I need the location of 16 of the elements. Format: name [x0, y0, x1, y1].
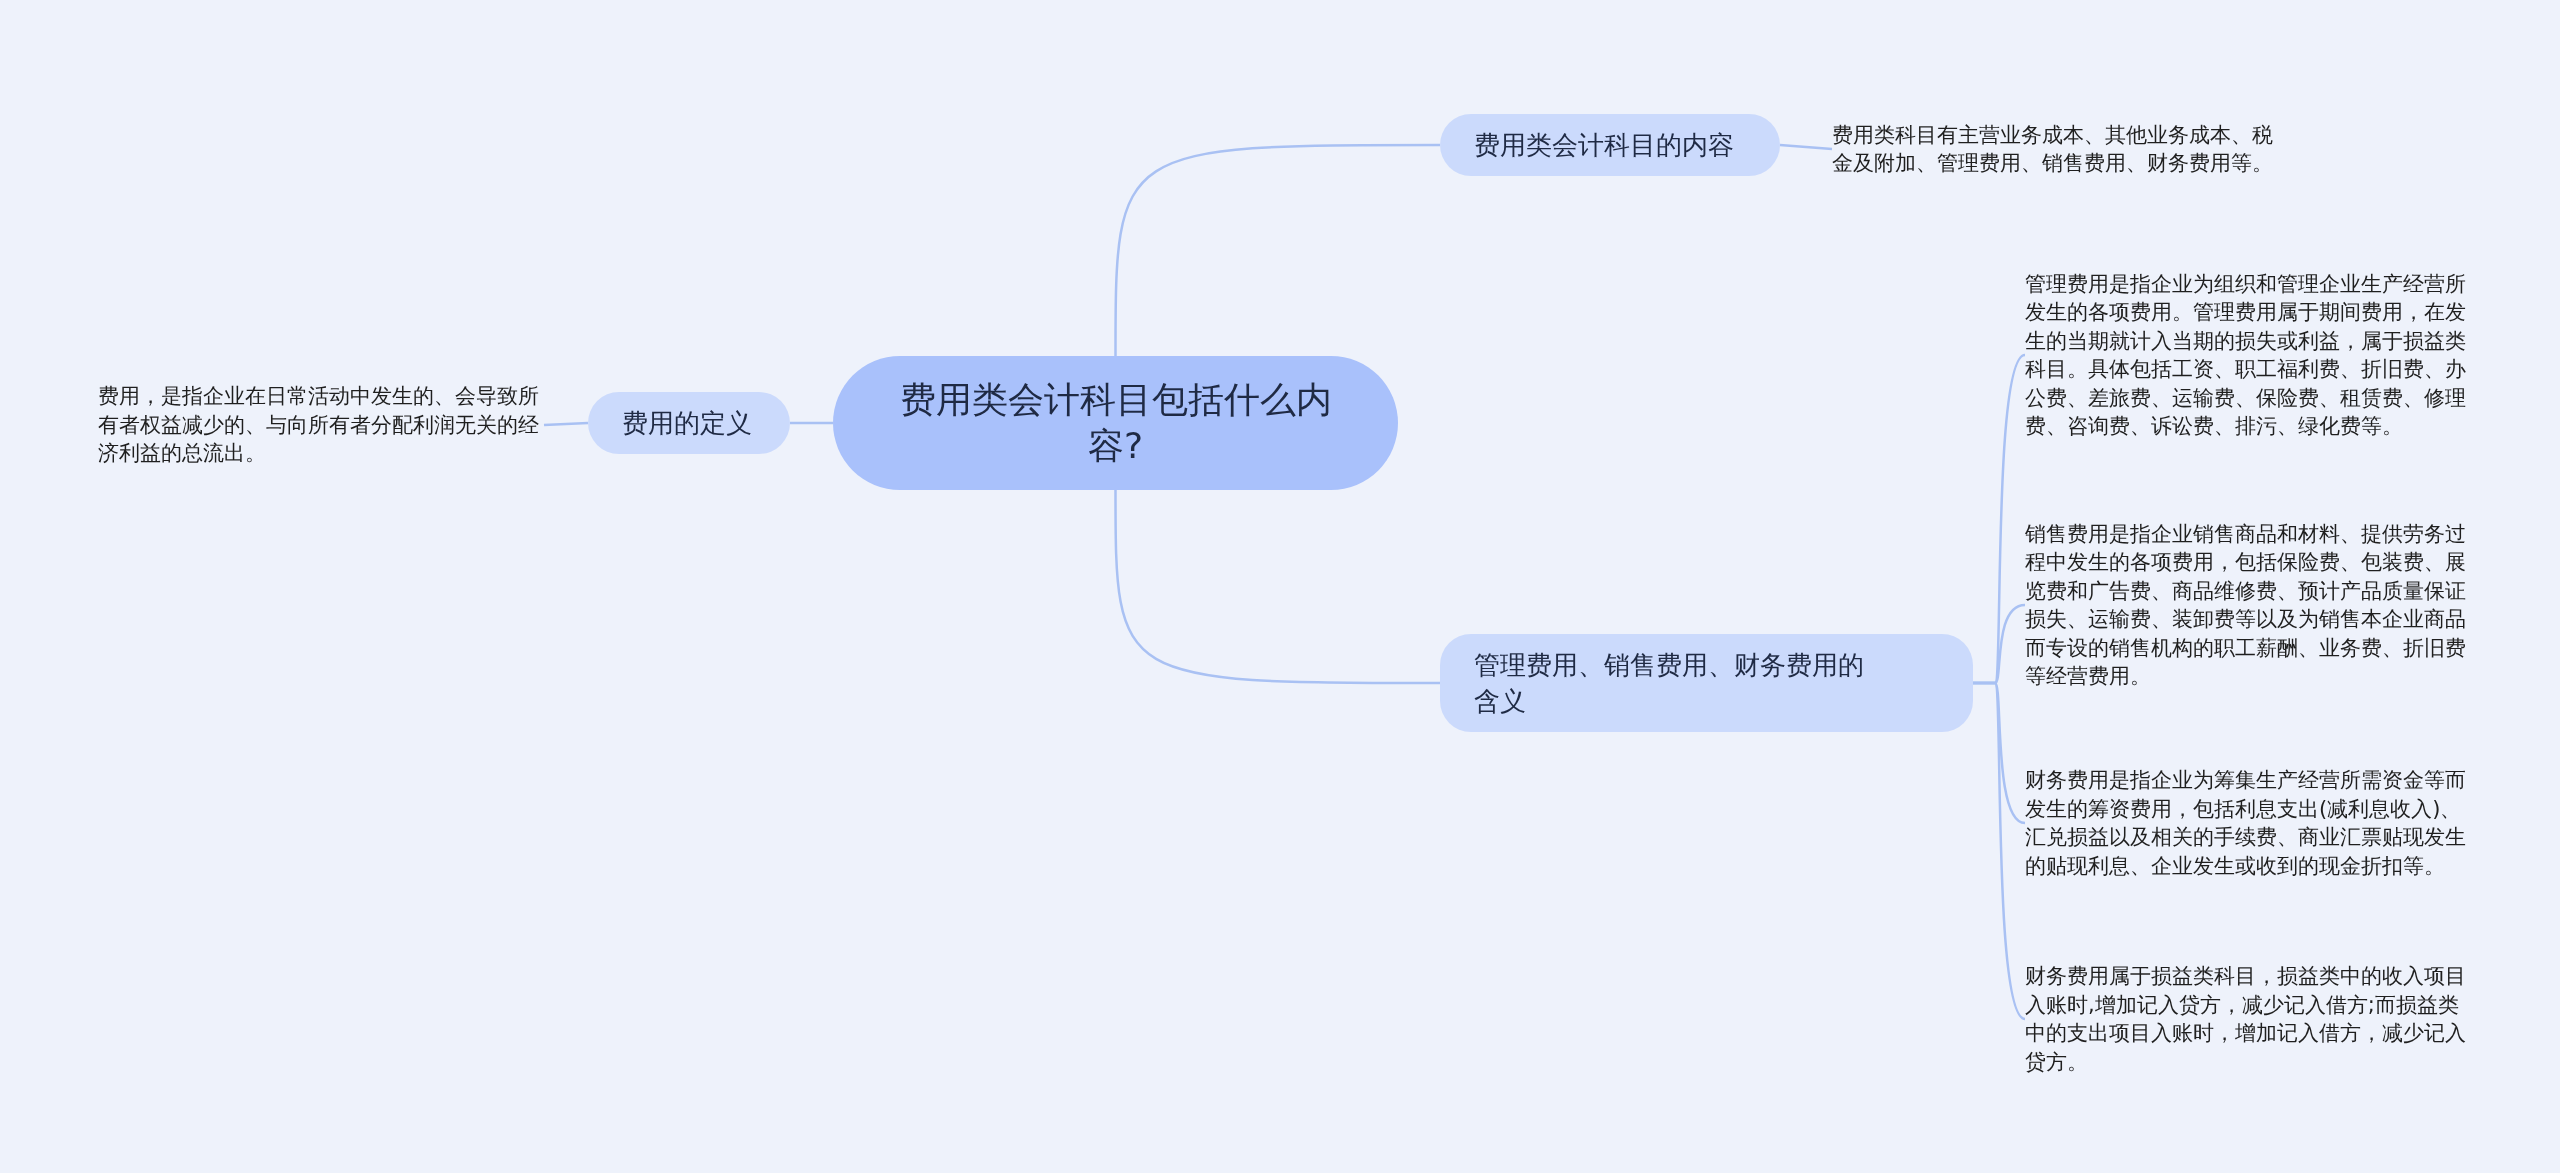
note-text: 财务费用是指企业为筹集生产经营所需资金等而发生的筹资费用，包括利息支出(减利息收入)、汇兑损益以及相关的手续费、商业汇票贴现发生的贴现利息、企业发生或收到的现金折扣等。 [2025, 748, 2471, 898]
connector-line [543, 421, 589, 427]
note-text: 销售费用是指企业销售商品和材料、提供劳务过程中发生的各项费用，包括保险费、包装费、展览费和广告费、商品维修费、预计产品质量保证损失、运输费、装卸费等以及为销售本企业商品而专设的销售机构的职工薪酬、业务费、折旧费等经营费用。 [2025, 516, 2471, 694]
note-text: 费用类科目有主营业务成本、其他业务成本、税金及附加、管理费用、销售费用、财务费用等。 [1832, 104, 2278, 194]
connector-line [1779, 143, 1833, 151]
branch-topic: 管理费用、销售费用、财务费用的含义 [1440, 634, 1973, 732]
connector-line [1973, 681, 2026, 1020]
note-text: 财务费用属于损益类科目，损益类中的收入项目入账时,增加记入贷方，减少记入借方;而损益类中的支出项目入账时，增加记入借方，减少记入贷方。 [2025, 958, 2471, 1080]
branch-topic: 费用类会计科目的内容 [1440, 114, 1780, 176]
branch-topic: 费用的定义 [588, 392, 790, 454]
note-text: 费用，是指企业在日常活动中发生的、会导致所有者权益减少的、与向所有者分配利润无关的经济利益的总流出。 [98, 380, 544, 470]
connector-line [1114, 490, 1440, 685]
note-text: 管理费用是指企业为组织和管理企业生产经营所发生的各项费用。管理费用属于期间费用，在发生的当期就计入当期的损失或利益，属于损益类科目。具体包括工资、职工福利费、折旧费、办公费、差旅费、运输费、保险费、租赁费、修理费、咨询费、诉讼费、排污、绿化费等。 [2025, 252, 2471, 458]
connector-line [790, 421, 833, 425]
central-topic: 费用类会计科目包括什么内容? [833, 356, 1398, 490]
connector-line [1114, 143, 1440, 356]
